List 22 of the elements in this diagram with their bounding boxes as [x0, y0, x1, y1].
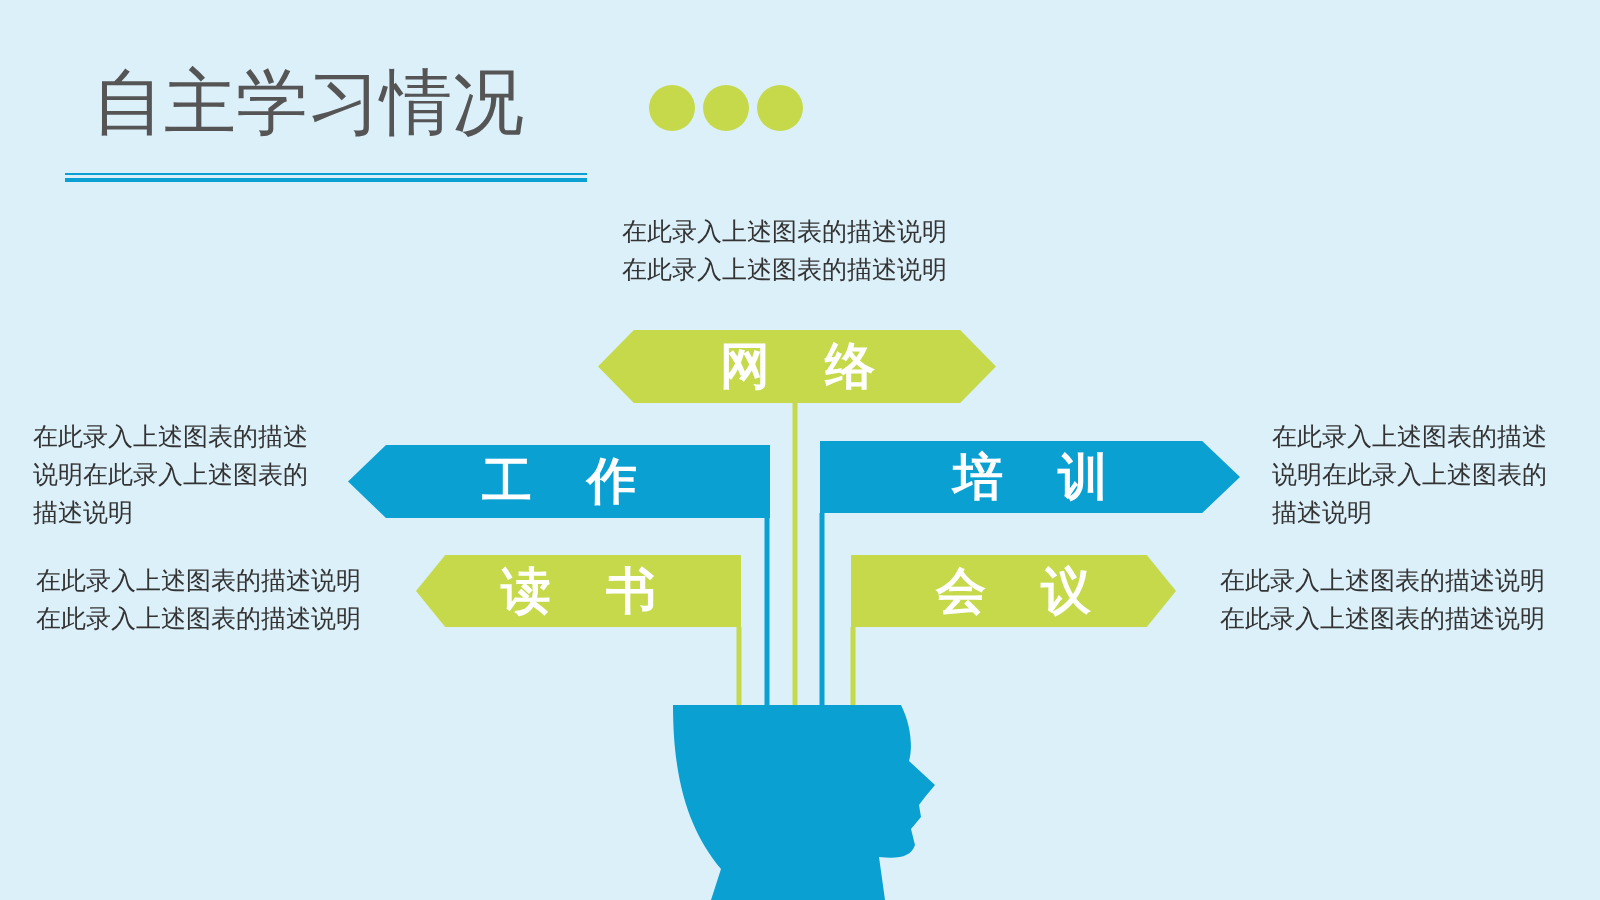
sign-label: 工作 [481, 451, 692, 512]
connector-line [819, 513, 825, 705]
sign-label: 读书 [501, 560, 711, 622]
signpost-board [416, 555, 741, 627]
sign-label: 会议 [936, 560, 1146, 622]
description-text: 在此录入上述图表的描述说明在此录入上述图表的描述说明 [622, 216, 948, 286]
signpost-board [348, 445, 770, 518]
sign-label: 网络 [719, 336, 930, 397]
connector-line [850, 627, 856, 705]
signpost-board [598, 330, 996, 403]
description-text: 在此录入上述图表的描述说明在此录入上述图表的描述说明 [33, 421, 309, 529]
connector-line [736, 627, 742, 705]
signpost-board [851, 555, 1176, 627]
sign-label: 培训 [952, 446, 1163, 508]
description-text: 在此录入上述图表的描述说明在此录入上述图表的描述说明 [36, 565, 362, 635]
connector-line [764, 518, 770, 705]
signpost-board [820, 441, 1240, 513]
title: 自主学习情况 [92, 59, 524, 146]
description-text: 在此录入上述图表的描述说明在此录入上述图表的描述说明 [1220, 565, 1546, 635]
head-silhouette [673, 705, 935, 900]
description-text: 在此录入上述图表的描述说明在此录入上述图表的描述说明 [1272, 421, 1548, 529]
connector-line [792, 403, 798, 705]
